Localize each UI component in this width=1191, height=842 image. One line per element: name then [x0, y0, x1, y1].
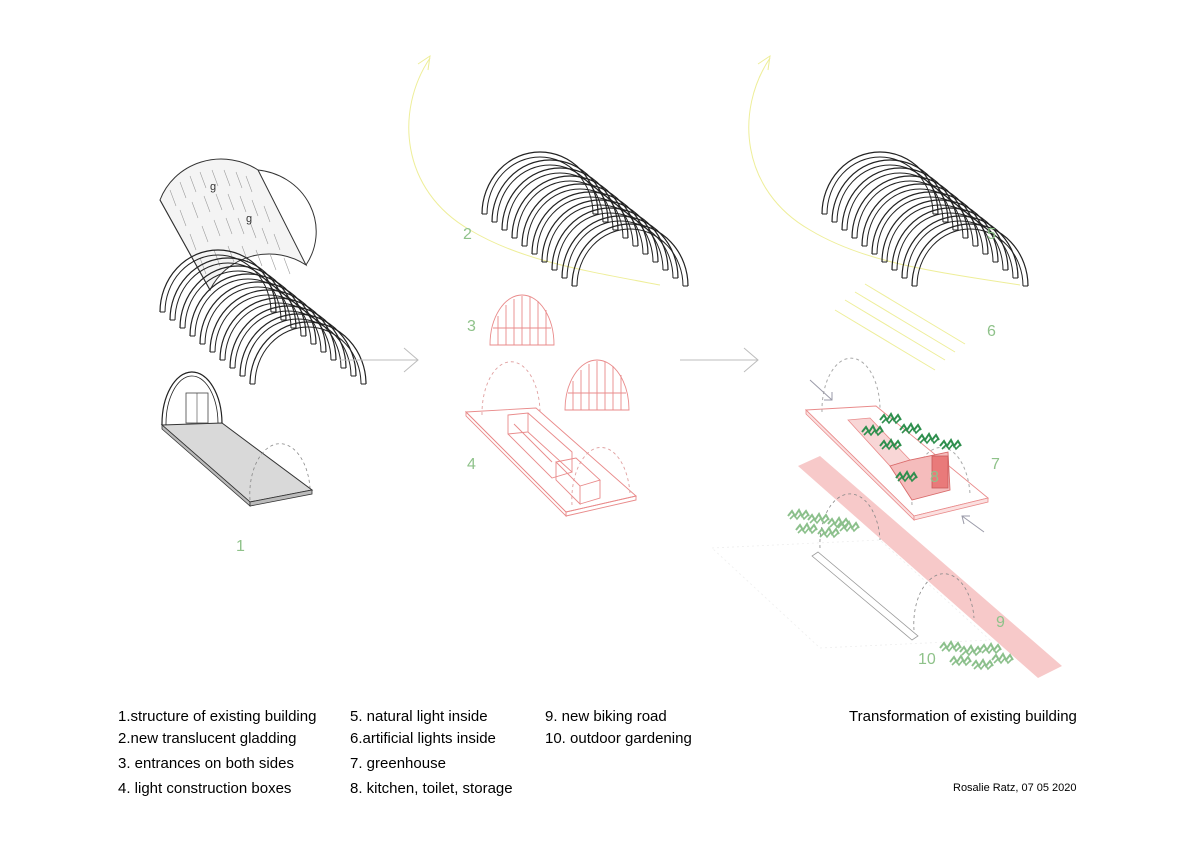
legend-item-5: 5. natural light inside [350, 708, 488, 725]
step-number-9: 9 [996, 614, 1005, 631]
legend-item-3: 3. entrances on both sides [118, 755, 294, 772]
svg-text:g: g [210, 181, 216, 193]
biking-road [798, 456, 1062, 678]
transition-arrow-1 [340, 347, 419, 373]
author-credit: Rosalie Ratz, 07 05 2020 [953, 782, 1077, 794]
step-number-4: 4 [467, 456, 476, 473]
existing-floor-slab [160, 371, 314, 507]
diagram-title: Transformation of existing building [849, 708, 1077, 725]
final-ribs [822, 152, 1028, 286]
sun-path-curve-final [748, 57, 1021, 286]
stage-3-final [711, 54, 1062, 678]
greenhouse [804, 357, 989, 521]
step-number-3: 3 [467, 318, 476, 335]
light-construction-boxes [464, 361, 637, 518]
step-number-7: 7 [991, 456, 1000, 473]
entrance-arrows [809, 379, 985, 533]
legend-item-7: 7. greenhouse [350, 755, 446, 772]
legend-item-9: 9. new biking road [545, 708, 667, 725]
step-number-1: 1 [236, 538, 245, 555]
transition-arrow-2 [680, 347, 759, 373]
arch-ribs [160, 250, 366, 384]
step-number-5: 5 [987, 226, 996, 243]
translucent-cladding-ribs [482, 152, 688, 286]
legend-item-8: 8. kitchen, toilet, storage [350, 780, 513, 797]
stage-1-existing-structure: g g [159, 158, 366, 507]
svg-text:g: g [246, 213, 252, 225]
entrance-gable-left [489, 294, 555, 346]
outdoor-garden-base [711, 493, 991, 649]
shell-panels: g g [159, 158, 317, 292]
legend-item-6: 6.artificial lights inside [350, 730, 496, 747]
sun-path-curve [408, 57, 661, 286]
step-number-6: 6 [987, 323, 996, 340]
light-rays [834, 283, 966, 371]
legend-item-2: 2.new translucent gladding [118, 730, 297, 747]
step-number-8: 8 [930, 469, 939, 486]
step-number-2: 2 [463, 226, 472, 243]
entrance-gable-right [564, 359, 630, 411]
legend-item-10: 10. outdoor gardening [545, 730, 692, 747]
step-number-10: 10 [918, 651, 936, 668]
stage-2-interventions [408, 54, 688, 518]
legend-item-4: 4. light construction boxes [118, 780, 292, 797]
legend-item-1: 1.structure of existing building [118, 708, 317, 725]
